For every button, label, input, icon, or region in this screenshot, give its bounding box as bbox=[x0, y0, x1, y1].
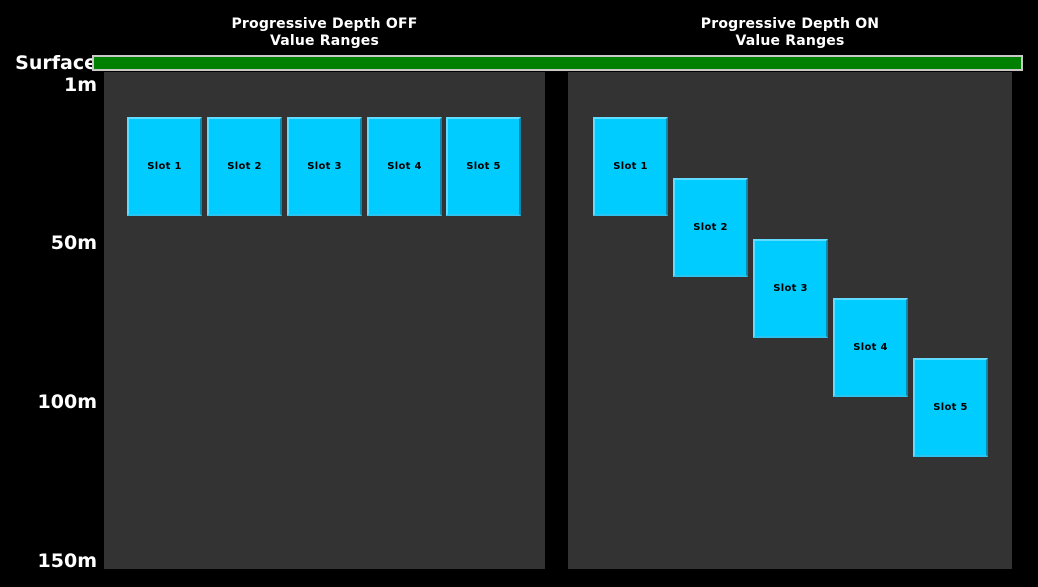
slot-label: Slot 1 bbox=[147, 161, 182, 172]
slot-box-off-5: Slot 5 bbox=[446, 117, 521, 216]
slot-label: Slot 4 bbox=[387, 161, 422, 172]
chart-title-off-line1: Progressive Depth OFF bbox=[231, 16, 418, 32]
slot-label: Slot 1 bbox=[613, 161, 648, 172]
slot-label: Slot 5 bbox=[466, 161, 501, 172]
slot-box-off-4: Slot 4 bbox=[367, 117, 442, 216]
slot-label: Slot 4 bbox=[853, 342, 888, 353]
slot-label: Slot 3 bbox=[773, 283, 808, 294]
surface-range-bar bbox=[92, 55, 1023, 71]
axis-label-1m: 1m bbox=[63, 74, 97, 96]
slot-box-on-4: Slot 4 bbox=[833, 298, 908, 397]
slot-box-off-2: Slot 2 bbox=[207, 117, 282, 216]
chart-title-on-line2: Value Ranges bbox=[735, 33, 845, 49]
slot-label: Slot 2 bbox=[693, 222, 728, 233]
axis-label-50m: 50m bbox=[50, 232, 97, 254]
slot-label: Slot 3 bbox=[307, 161, 342, 172]
chart-title-progressive-depth-off: Progressive Depth OFF Value Ranges bbox=[104, 16, 545, 50]
chart-title-on-line1: Progressive Depth ON bbox=[700, 16, 880, 32]
slot-box-off-1: Slot 1 bbox=[127, 117, 202, 216]
chart-title-progressive-depth-on: Progressive Depth ON Value Ranges bbox=[568, 16, 1012, 50]
slot-label: Slot 2 bbox=[227, 161, 262, 172]
slot-box-on-1: Slot 1 bbox=[593, 117, 668, 216]
slot-label: Slot 5 bbox=[933, 402, 968, 413]
axis-label-150m: 150m bbox=[37, 550, 97, 572]
axis-label-surface: Surface bbox=[15, 52, 97, 74]
chart-title-off-line2: Value Ranges bbox=[269, 33, 380, 49]
slot-box-on-5: Slot 5 bbox=[913, 358, 988, 457]
axis-label-100m: 100m bbox=[37, 391, 97, 413]
slot-box-on-3: Slot 3 bbox=[753, 239, 828, 338]
slot-box-off-3: Slot 3 bbox=[287, 117, 362, 216]
slot-box-on-2: Slot 2 bbox=[673, 178, 748, 277]
